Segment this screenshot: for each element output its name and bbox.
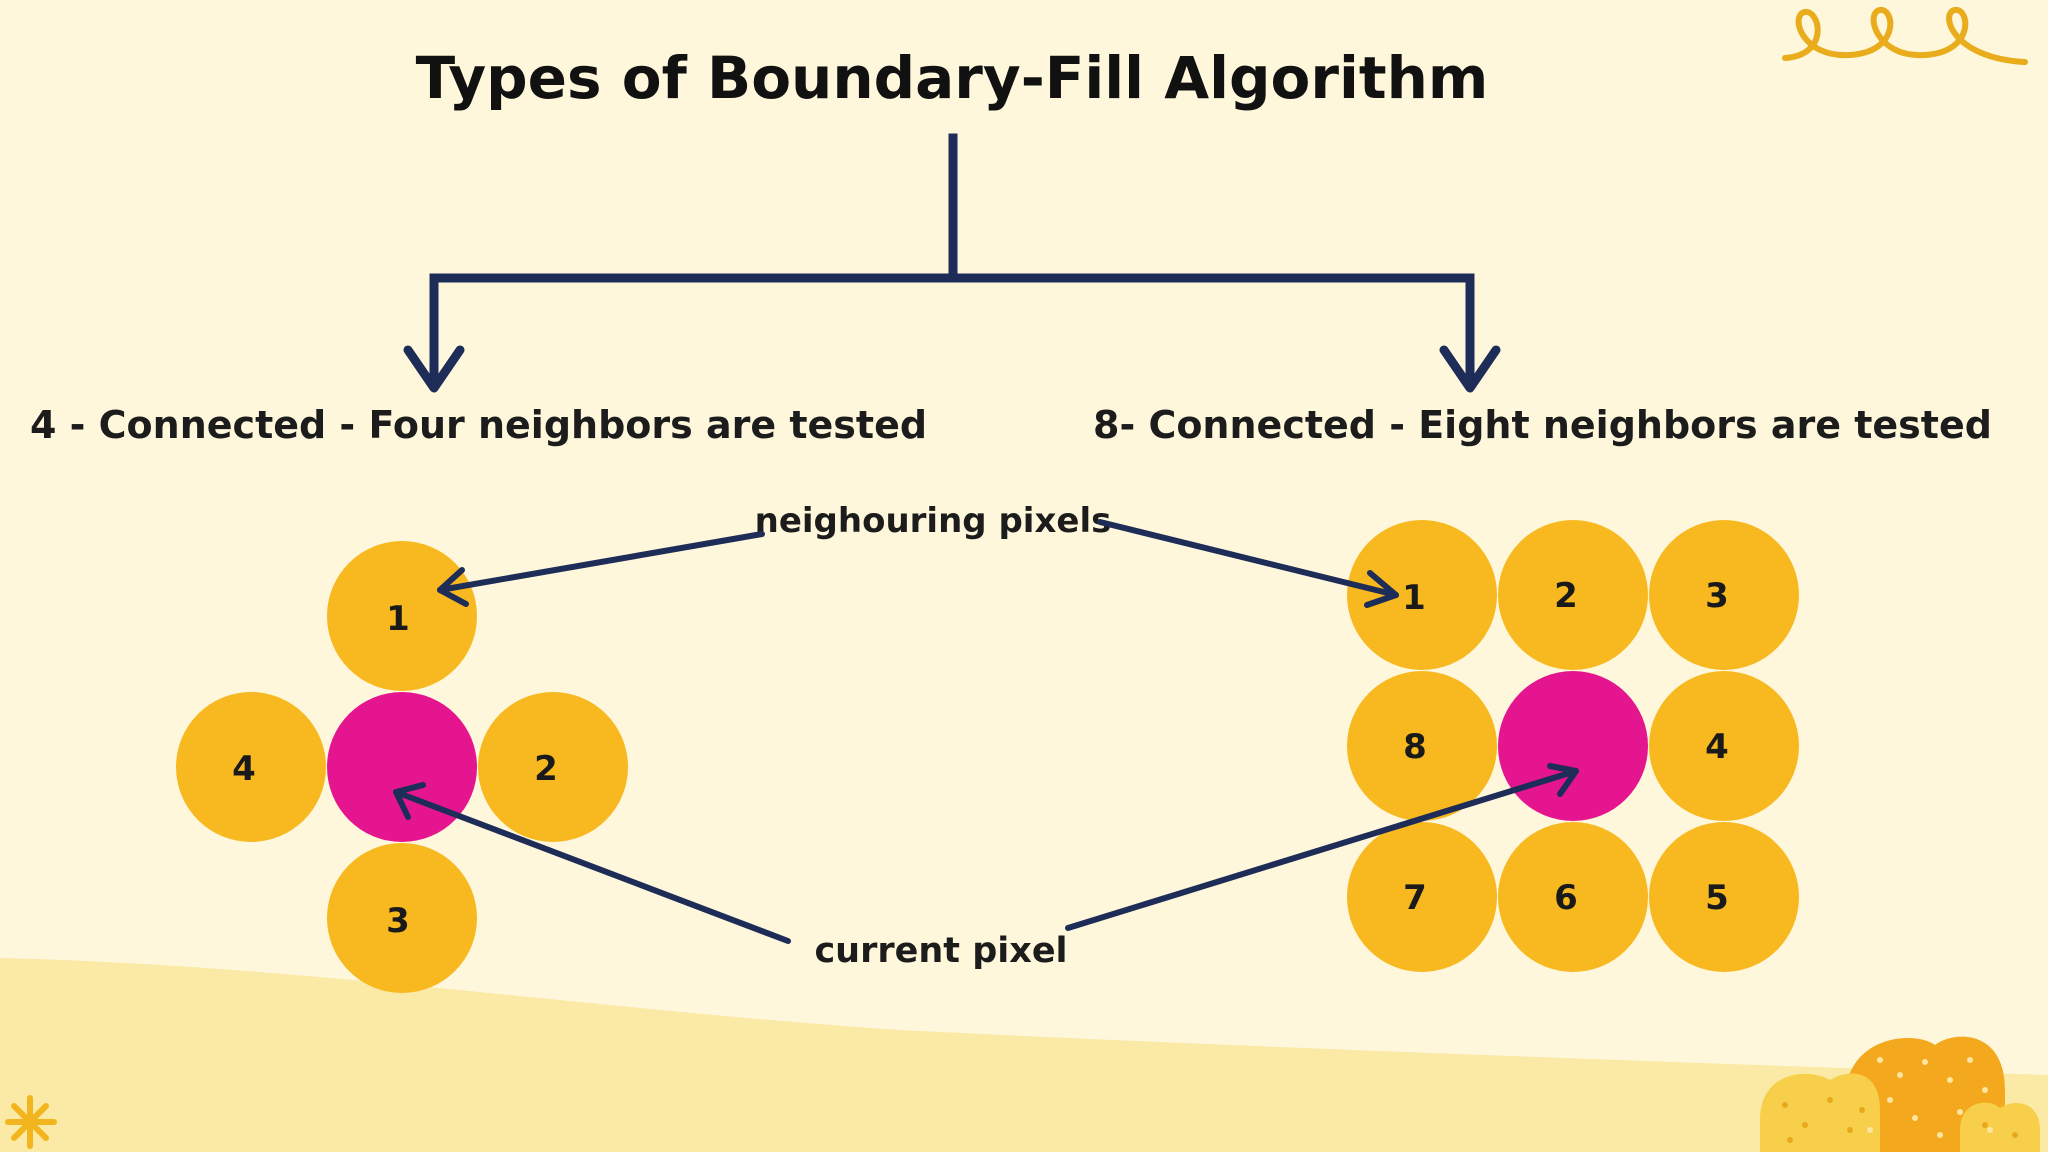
neighbouring-arrow-right: [1097, 519, 1399, 608]
neighbouring-pixels-label: neighouring pixels: [755, 501, 1112, 541]
pixel-label: 1: [386, 599, 410, 639]
neighbor-pixel-7: [1347, 822, 1497, 972]
pixel-label: 6: [1554, 878, 1578, 918]
right-branch-arrowhead: [1439, 345, 1501, 393]
pixel-label: 8: [1403, 727, 1427, 767]
page-title: Types of Boundary-Fill Algorithm: [416, 44, 1489, 112]
current-arrow-left: [393, 782, 791, 944]
neighbor-pixel-3: [327, 843, 477, 993]
pixel-label: 2: [534, 749, 558, 789]
neighbor-pixel-1: [327, 541, 477, 691]
neighbor-pixel-4: [1649, 671, 1799, 821]
squiggle-decoration: [1782, 7, 2028, 65]
neighbor-pixel-2: [478, 692, 628, 842]
current-arrow-right: [1065, 763, 1579, 931]
eight-connected-grid: 1 2 3 8 4 7 6 5: [1347, 520, 1799, 972]
neighbouring-arrow-left: [437, 531, 765, 607]
pixel-label: 2: [1554, 576, 1578, 616]
background-hill: [0, 958, 2048, 1152]
neighbor-pixel-6: [1498, 822, 1648, 972]
four-connected-heading: 4 - Connected - Four neighbors are teste…: [30, 403, 927, 447]
pixel-label: 3: [386, 901, 410, 941]
branch-connector: [429, 133, 1475, 390]
neighbor-pixel-4: [176, 692, 326, 842]
eight-connected-heading: 8- Connected - Eight neighbors are teste…: [1093, 403, 1992, 447]
neighbor-pixel-1: [1347, 520, 1497, 670]
neighbor-pixel-2: [1498, 520, 1648, 670]
neighbor-pixel-3: [1649, 520, 1799, 670]
pixel-label: 5: [1705, 878, 1729, 918]
star-decoration: [5, 1095, 57, 1149]
current-pixel: [327, 692, 477, 842]
bush-decoration: [1760, 1036, 2040, 1152]
neighbor-pixel-5: [1649, 822, 1799, 972]
left-branch-arrowhead: [403, 345, 465, 393]
pixel-label: 4: [232, 749, 256, 789]
current-pixel-label: current pixel: [814, 931, 1067, 971]
four-connected-grid: 1 4 2 3: [176, 541, 628, 993]
pixel-label: 1: [1402, 578, 1426, 618]
neighbor-pixel-8: [1347, 671, 1497, 821]
current-pixel: [1498, 671, 1648, 821]
pixel-label: 4: [1705, 727, 1729, 767]
pixel-label: 3: [1705, 576, 1729, 616]
pixel-label: 7: [1403, 878, 1427, 918]
